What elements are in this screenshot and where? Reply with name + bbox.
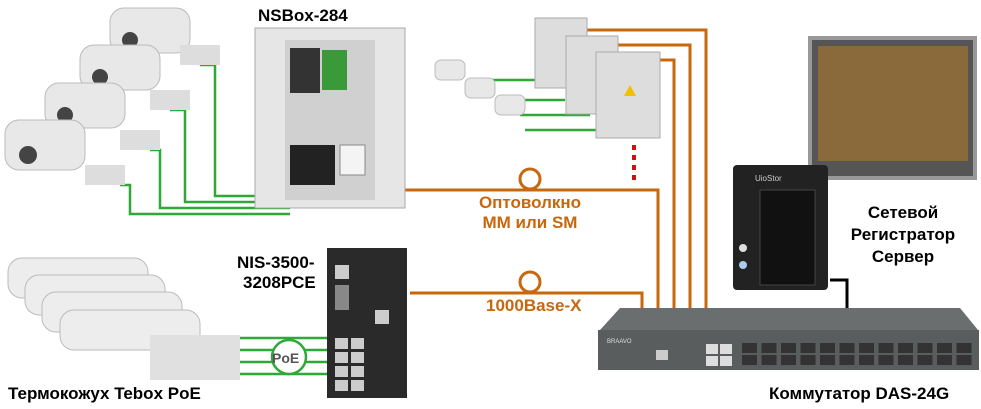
sfp-port — [859, 355, 874, 365]
sfp-port — [761, 343, 777, 353]
sfp-port — [937, 343, 952, 353]
nas-server: UioStor — [733, 165, 828, 290]
sfp-port — [839, 355, 855, 365]
gbe-label: 1000Base-X — [486, 296, 582, 315]
nis-label-line1: NIS-3500- — [237, 253, 315, 272]
fiber-loop-2 — [518, 270, 542, 294]
nas-brand-text: UioStor — [755, 174, 782, 183]
fiber-box2-link — [612, 43, 692, 308]
remote-sites — [434, 17, 661, 139]
cameras-nsbox — [4, 7, 220, 185]
switch-label: Коммутатор DAS-24G — [769, 384, 950, 403]
nsbox-enclosure — [254, 27, 406, 209]
sfp-port — [917, 343, 933, 353]
camera-icon — [44, 82, 160, 150]
sfp-port — [839, 343, 855, 353]
switch-brand-text: BRAAVO — [607, 339, 632, 345]
sfp-port — [878, 355, 894, 365]
nsbox-label: NSBox-284 — [258, 6, 348, 25]
more-boxes-dots — [632, 145, 636, 180]
fiber-nsbox-link — [400, 188, 660, 308]
tebox-label: Термокожух Tebox PoE — [8, 384, 201, 403]
poe-label: PoE — [272, 350, 300, 366]
sfp-port — [898, 343, 913, 353]
sfp-ports — [742, 343, 972, 365]
sfp-port — [761, 355, 777, 365]
monitor — [808, 36, 977, 180]
camera-icon — [79, 44, 190, 110]
sfp-port — [878, 343, 894, 353]
fiber-nis-link — [410, 291, 644, 308]
sfp-port — [937, 355, 952, 365]
sfp-port — [917, 355, 933, 365]
server-label-line2: Регистратор — [850, 225, 956, 244]
sfp-port — [956, 355, 972, 365]
sfp-port — [820, 355, 835, 365]
sfp-port — [742, 343, 757, 353]
sfp-port — [781, 355, 796, 365]
server-label-line1: Сетевой — [867, 203, 939, 222]
cameras-tebox — [7, 257, 240, 380]
sfp-port — [742, 355, 757, 365]
camera-icon — [4, 119, 125, 185]
camera-icon — [109, 7, 220, 65]
sfp-port — [898, 355, 913, 365]
fiber-loop-1 — [518, 167, 542, 191]
sfp-port — [800, 355, 816, 365]
sfp-port — [800, 343, 816, 353]
nis-label-line2: 3208PCE — [243, 273, 316, 292]
fiber-label-line1: Оптоволкно — [478, 193, 582, 212]
das-switch: BRAAVO — [598, 308, 979, 370]
sfp-port — [956, 343, 972, 353]
sfp-port — [820, 343, 835, 353]
nis-switch — [327, 248, 407, 398]
fiber-label-line2: MM или SM — [482, 213, 578, 232]
server-label-line3: Сервер — [871, 247, 935, 266]
server-link — [830, 278, 849, 308]
poe-circle — [270, 338, 308, 376]
sfp-port — [859, 343, 874, 353]
sfp-port — [781, 343, 796, 353]
fiber-box1-link — [585, 28, 708, 308]
